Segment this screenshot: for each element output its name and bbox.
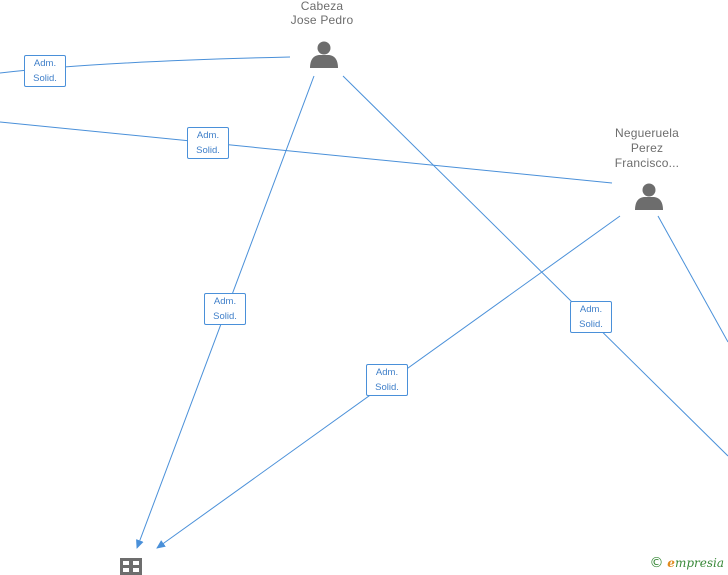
edge-label-line: Solid. [33, 72, 57, 84]
node-name-cabeza[interactable]: Cabeza Jose Pedro [272, 0, 372, 27]
node-name-line: Jose Pedro [290, 13, 354, 27]
node-name-negueruela[interactable]: Negueruela Perez Francisco... [597, 126, 697, 171]
edge-label-line: Adm. [579, 304, 603, 315]
edge-label-left-cabeza[interactable]: Adm. Solid. [24, 55, 66, 87]
building-icon[interactable] [120, 558, 142, 575]
edge-label-cabeza-company[interactable]: Adm. Solid. [204, 293, 246, 325]
node-name-line: Francisco... [614, 156, 680, 170]
edge-label-line: Adm. [375, 367, 399, 378]
edge-left-to-negueruela [0, 121, 613, 184]
edge-label-line: Solid. [375, 381, 399, 393]
edge-label-negueruela-company[interactable]: Adm. Solid. [366, 364, 408, 396]
person-icon[interactable] [635, 183, 663, 211]
brand-name: mpresia [674, 556, 724, 570]
node-name-line: Cabeza [300, 0, 344, 13]
edge-label-line: Solid. [196, 144, 220, 156]
edge-negueruela-to-right [657, 215, 728, 343]
node-name-line: Negueruela [614, 126, 680, 140]
edge-label-line: Solid. [213, 310, 237, 322]
edge-label-line: Adm. [33, 58, 57, 69]
edge-label-line: Solid. [579, 318, 603, 330]
person-icon[interactable] [310, 41, 338, 69]
edge-label-cabeza-right[interactable]: Adm. Solid. [570, 301, 612, 333]
copyright-symbol: © [649, 555, 664, 571]
node-name-line: Perez [630, 141, 664, 155]
edge-cabeza-to-right [342, 75, 728, 457]
empresia-logo: © empresia [649, 555, 724, 571]
brand-initial: e [667, 556, 675, 570]
edge-label-line: Adm. [196, 130, 220, 141]
edge-label-left-negueruela[interactable]: Adm. Solid. [187, 127, 229, 159]
edge-label-line: Adm. [213, 296, 237, 307]
